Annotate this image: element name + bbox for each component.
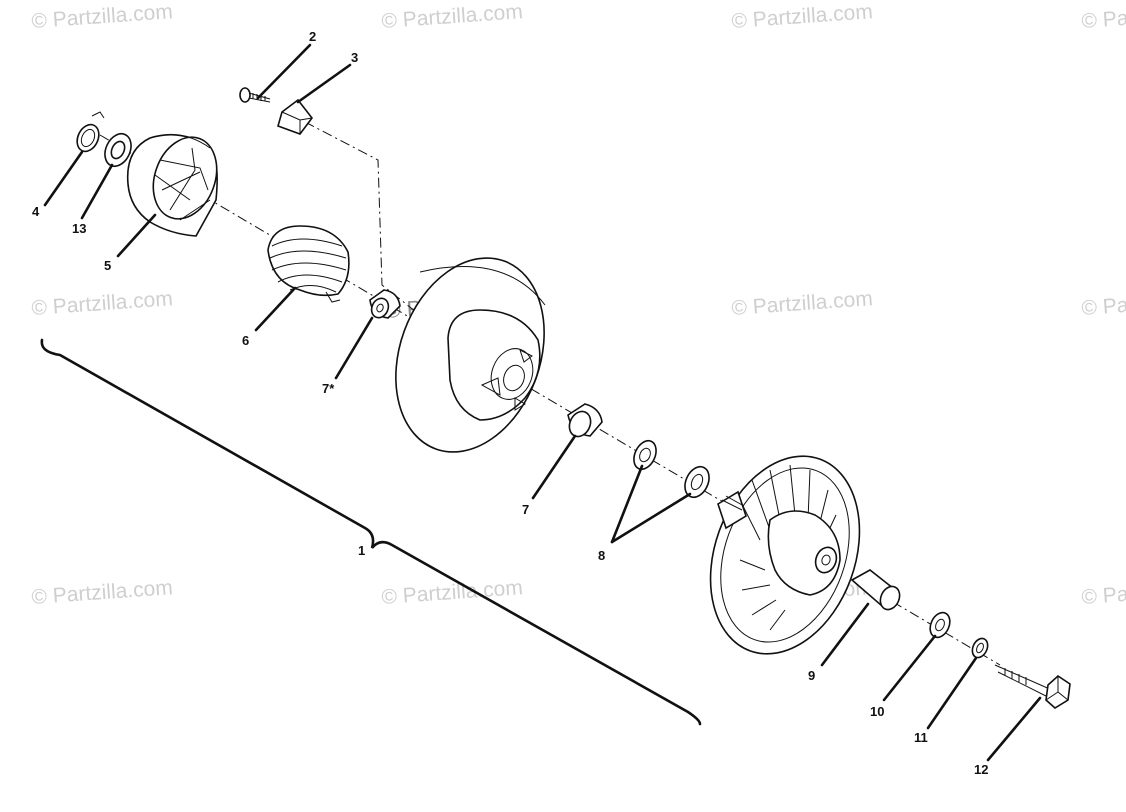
part-9-spacer[interactable]	[850, 569, 903, 613]
leader-2	[256, 43, 312, 100]
part-1-fixed-sheave[interactable]	[684, 435, 885, 675]
callout-2: 2	[309, 29, 316, 44]
watermark: © Partzilla.com	[31, 287, 174, 320]
part-11-lock-washer[interactable]	[969, 636, 990, 660]
callout-5: 5	[104, 258, 111, 273]
leader-8a	[610, 464, 644, 544]
part-8-washers[interactable]	[630, 437, 714, 501]
leader-10	[882, 634, 937, 702]
leader-7	[531, 434, 577, 500]
part-4-snap-ring[interactable]	[73, 111, 105, 155]
part-2-screw[interactable]	[239, 87, 271, 103]
part-12-bolt[interactable]	[994, 664, 1071, 709]
leader-13	[80, 163, 114, 220]
leader-8b	[610, 492, 692, 544]
callout-12: 12	[974, 762, 988, 777]
watermark: © Partzilla.com	[31, 0, 174, 33]
center-axis-line	[99, 134, 1001, 666]
watermark: © Partzilla.com	[1081, 576, 1126, 609]
assembly-bracket	[40, 338, 702, 726]
watermark: © Partzilla.com	[381, 576, 524, 609]
leader-12	[986, 696, 1042, 762]
assembly-axis	[99, 121, 1001, 666]
callout-4: 4	[32, 204, 40, 219]
part-6-spring[interactable]	[267, 225, 350, 303]
leader-lines	[43, 43, 1042, 762]
part-7-bushing[interactable]	[565, 403, 603, 440]
watermark: © Partzilla.com	[731, 0, 874, 33]
callout-labels: 1 2 3 4 5 6 7* 7 8 9 10 11 12 13	[32, 29, 988, 777]
callout-7-star: 7*	[322, 381, 335, 396]
leader-11	[926, 656, 978, 730]
callout-8: 8	[598, 548, 605, 563]
callout-6: 6	[242, 333, 249, 348]
callout-11: 11	[914, 730, 928, 745]
leader-3	[296, 63, 352, 104]
leader-5	[116, 213, 157, 258]
watermark-layer: © Partzilla.com © Partzilla.com © Partzi…	[31, 0, 1126, 609]
part-1-movable-sheave[interactable]	[370, 237, 570, 473]
leader-6	[254, 286, 297, 332]
watermark: © Partzilla.com	[31, 576, 174, 609]
screw-axis-line	[304, 121, 421, 316]
callout-7: 7	[522, 502, 529, 517]
watermark: © Partzilla.com	[1081, 0, 1126, 33]
watermark: © Partzilla.com	[381, 0, 524, 33]
watermark: © Partzilla.com	[1081, 287, 1126, 320]
callout-13: 13	[72, 221, 86, 236]
part-5-cam[interactable]	[126, 128, 228, 237]
callout-9: 9	[808, 668, 815, 683]
leader-7-star	[334, 316, 374, 380]
part-10-washer[interactable]	[926, 609, 953, 640]
watermark: © Partzilla.com	[731, 287, 874, 320]
part-7-star-bushing[interactable]	[369, 289, 401, 320]
callout-1: 1	[358, 543, 365, 558]
leader-4	[43, 150, 84, 207]
callout-10: 10	[870, 704, 884, 719]
part-3-slider-block[interactable]	[277, 98, 314, 135]
callout-3: 3	[351, 50, 358, 65]
leader-9	[820, 602, 870, 667]
